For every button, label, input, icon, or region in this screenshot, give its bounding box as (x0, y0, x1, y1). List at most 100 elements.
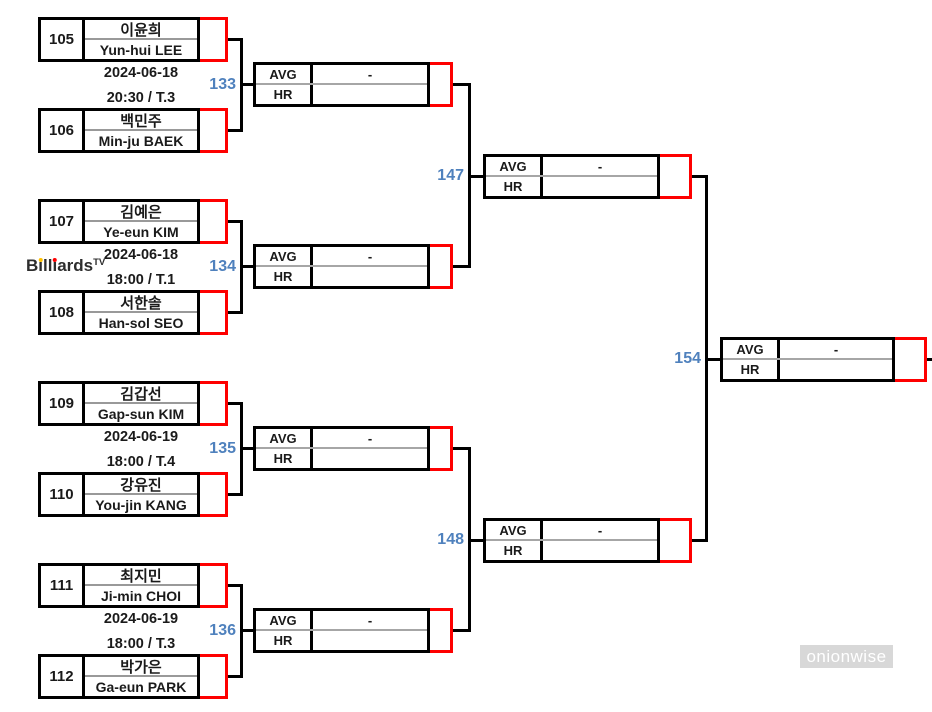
player-box: 108 서한솔 Han-sol SEO (38, 290, 200, 335)
score-cell (200, 381, 228, 426)
hr-label: HR (273, 451, 293, 466)
player-seed: 112 (41, 657, 85, 696)
bracket-line (453, 265, 468, 268)
logo-letter-i-red-dot: i (52, 256, 58, 275)
player-box: 105 이윤희 Yun-hui LEE (38, 17, 200, 62)
match-date: 2024-06-18 (103, 65, 179, 81)
match-stats-box: AVG HR - (253, 62, 430, 107)
match-date: 2024-06-19 (103, 611, 179, 627)
match-time: 18:00 / T.3 (106, 636, 176, 652)
score-cell (200, 290, 228, 335)
row-divider (486, 175, 657, 177)
match-stats-box: AVG HR - (483, 154, 660, 199)
bracket-line (240, 83, 253, 86)
player-name-en: Yun-hui LEE (99, 41, 183, 58)
player-seed: 110 (41, 475, 85, 514)
bracket-line (453, 447, 468, 450)
player-name-kr: 김갑선 (85, 384, 197, 404)
avg-label: AVG (269, 430, 297, 446)
match-date: 2024-06-18 (103, 247, 179, 263)
avg-label: AVG (736, 341, 764, 357)
hr-label: HR (273, 269, 293, 284)
match-number: 136 (209, 622, 236, 639)
score-cell (895, 337, 927, 382)
player-names: 김예은 Ye-eun KIM (85, 202, 197, 241)
score-cell (430, 244, 453, 289)
avg-value: - (367, 612, 373, 628)
hr-label: HR (273, 633, 293, 648)
avg-label: AVG (269, 248, 297, 264)
hr-label: HR (503, 179, 523, 194)
bracket-line (228, 220, 240, 223)
logo-letter-i-yellow-dot: i (38, 256, 44, 275)
hr-value (313, 631, 427, 650)
hr-value (313, 449, 427, 468)
bracket-line (453, 629, 468, 632)
player-box: 107 김예은 Ye-eun KIM (38, 199, 200, 244)
row-divider (723, 358, 892, 360)
score-cell (200, 654, 228, 699)
avg-label: AVG (499, 522, 527, 538)
player-name-kr: 이윤희 (85, 20, 197, 40)
player-name-kr: 박가은 (85, 657, 197, 677)
player-name-en: Ji-min CHOI (100, 587, 182, 604)
match-stats-box: AVG HR - (720, 337, 895, 382)
bracket-line (468, 175, 483, 178)
player-names: 김갑선 Gap-sun KIM (85, 384, 197, 423)
bracket-line (228, 493, 240, 496)
player-names: 백민주 Min-ju BAEK (85, 111, 197, 150)
avg-value: - (833, 341, 839, 357)
match-number: 133 (209, 76, 236, 93)
bracket-line (228, 129, 240, 132)
row-divider (256, 265, 427, 267)
bracket-line (692, 175, 705, 178)
player-seed: 107 (41, 202, 85, 241)
avg-value: - (367, 248, 373, 264)
player-name-en: Han-sol SEO (98, 314, 184, 331)
match-time: 20:30 / T.3 (106, 90, 176, 106)
match-stats-box: AVG HR - (253, 608, 430, 653)
player-name-kr: 김예은 (85, 202, 197, 222)
player-names: 서한솔 Han-sol SEO (85, 293, 197, 332)
match-time: 18:00 / T.4 (106, 454, 176, 470)
hr-value (543, 177, 657, 196)
player-names: 강유진 You-jin KANG (85, 475, 197, 514)
match-stats-box: AVG HR - (253, 426, 430, 471)
score-cell (430, 62, 453, 107)
avg-value: - (597, 522, 603, 538)
hr-value (543, 541, 657, 560)
match-time: 18:00 / T.1 (106, 272, 176, 288)
bracket-line (927, 358, 932, 361)
row-divider (256, 83, 427, 85)
row-divider (486, 539, 657, 541)
billiards-tv-logo: BilliardsTV (26, 256, 105, 276)
logo-letters: ll (43, 256, 53, 275)
player-box: 112 박가은 Ga-eun PARK (38, 654, 200, 699)
score-cell (200, 472, 228, 517)
player-seed: 105 (41, 20, 85, 59)
score-cell (430, 426, 453, 471)
row-divider (256, 629, 427, 631)
player-seed: 106 (41, 111, 85, 150)
hr-label: HR (503, 543, 523, 558)
avg-value: - (597, 158, 603, 174)
bracket-line (692, 539, 705, 542)
avg-value: - (367, 430, 373, 446)
bracket-line (240, 629, 253, 632)
player-name-en: Ga-eun PARK (95, 678, 187, 695)
player-name-kr: 백민주 (85, 111, 197, 131)
avg-label: AVG (269, 612, 297, 628)
player-name-kr: 최지민 (85, 566, 197, 586)
score-cell (660, 518, 692, 563)
player-box: 110 강유진 You-jin KANG (38, 472, 200, 517)
player-seed: 111 (41, 566, 85, 605)
logo-tv-superscript: TV (93, 257, 106, 268)
bracket-line (240, 265, 253, 268)
bracket-line (228, 584, 240, 587)
bracket-line (228, 675, 240, 678)
onionwise-watermark: onionwise (800, 645, 893, 668)
match-number: 148 (437, 531, 464, 548)
match-number: 134 (209, 258, 236, 275)
bracket-line (705, 358, 720, 361)
bracket-line (468, 539, 483, 542)
